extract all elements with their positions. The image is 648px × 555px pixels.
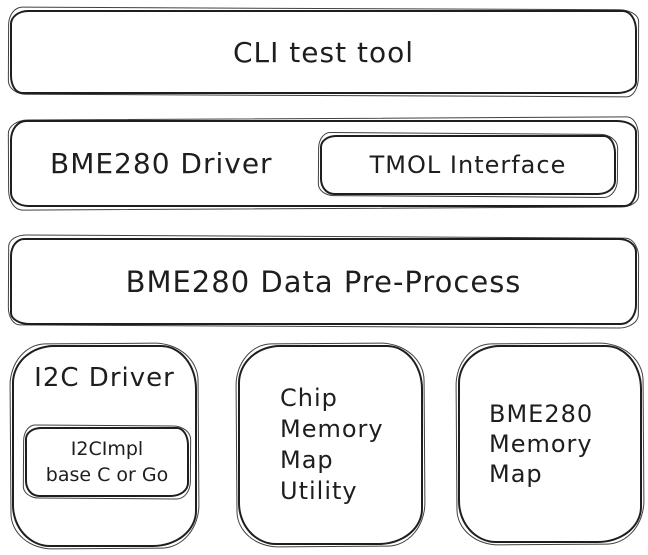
chip-label-line-4: Utility bbox=[280, 477, 358, 505]
bmemap-label-line-2: Memory bbox=[489, 430, 593, 458]
chip-label-line-3: Map bbox=[280, 446, 334, 474]
tmol-interface-box: TMOL Interface bbox=[320, 135, 616, 195]
i2c-driver-label: I2C Driver bbox=[34, 363, 175, 393]
chip-memory-map-utility-box: Chip Memory Map Utility bbox=[238, 345, 423, 545]
bme280-memory-map-label: BME280 Memory Map bbox=[460, 347, 640, 541]
bme280-memory-map-box: BME280 Memory Map bbox=[458, 345, 642, 543]
chip-label-line-1: Chip bbox=[280, 384, 338, 412]
bme280-driver-label: BME280 Driver bbox=[50, 147, 273, 180]
i2c-impl-line-1: I2CImpl bbox=[70, 438, 144, 460]
chip-memory-map-utility-label: Chip Memory Map Utility bbox=[240, 347, 421, 543]
i2c-impl-box: I2CImpl base C or Go bbox=[25, 427, 189, 497]
bmemap-label-line-1: BME280 bbox=[489, 400, 594, 428]
chip-label-line-2: Memory bbox=[280, 415, 384, 443]
bme280-data-preprocess-box: BME280 Data Pre-Process bbox=[10, 238, 637, 325]
tmol-interface-label: TMOL Interface bbox=[369, 151, 567, 179]
bmemap-label-line-3: Map bbox=[489, 460, 543, 488]
bme280-data-preprocess-label: BME280 Data Pre-Process bbox=[125, 264, 522, 299]
cli-test-tool-box: CLI test tool bbox=[10, 10, 637, 94]
i2c-driver-box: I2C Driver I2CImpl base C or Go bbox=[12, 345, 197, 547]
bme280-driver-box: BME280 Driver TMOL Interface bbox=[10, 120, 637, 207]
cli-test-tool-label: CLI test tool bbox=[233, 35, 414, 69]
i2c-impl-line-2: base C or Go bbox=[45, 464, 169, 486]
